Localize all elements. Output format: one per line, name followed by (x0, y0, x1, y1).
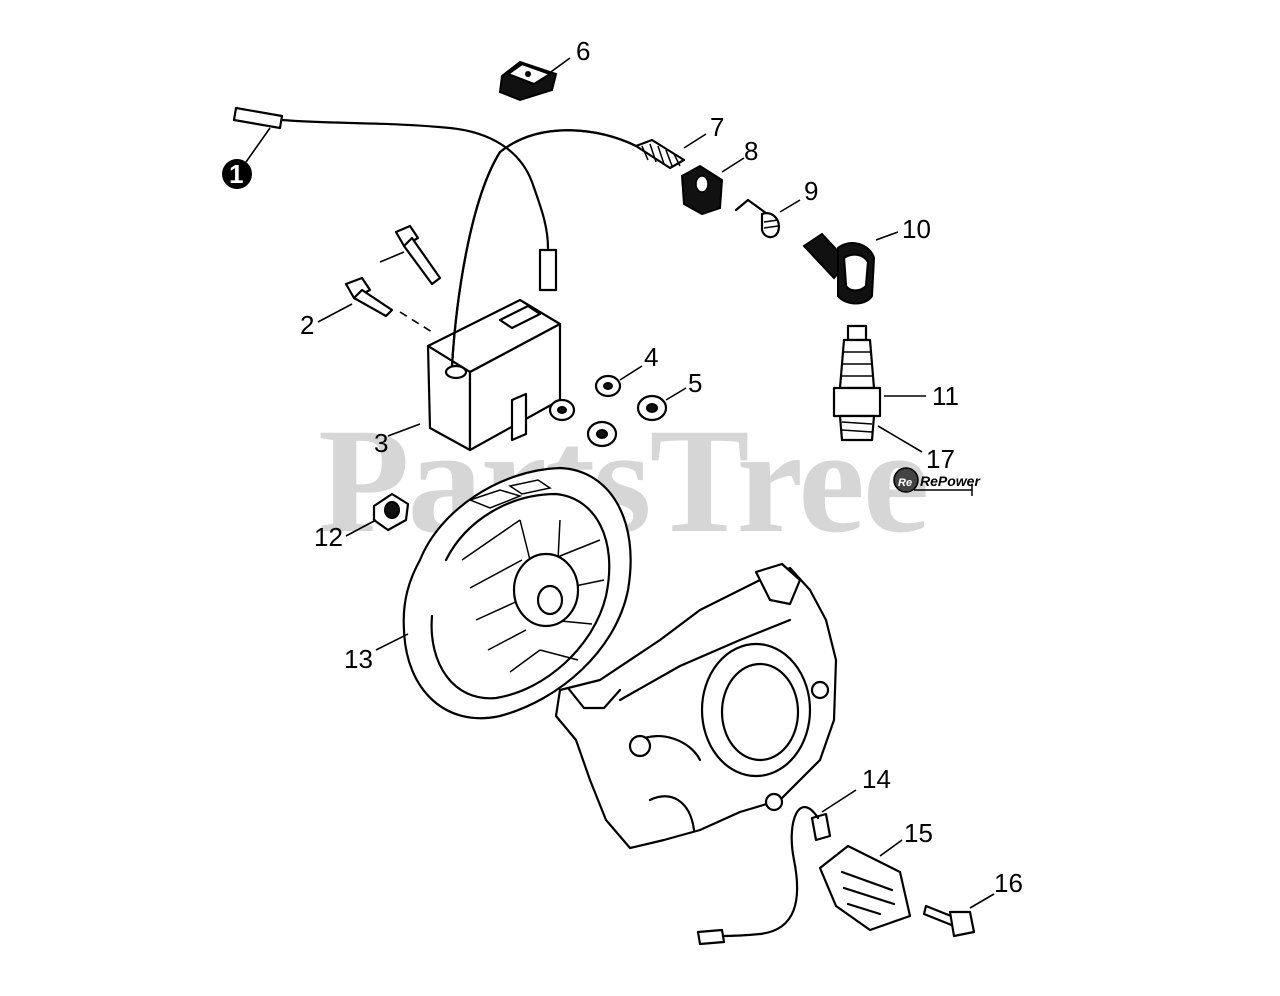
callout-2[interactable]: 2 (300, 310, 314, 340)
callout-17[interactable]: 17 (926, 444, 955, 474)
callout-16[interactable]: 16 (994, 868, 1023, 898)
part-12-nut[interactable] (345, 492, 410, 537)
part-6-grommet[interactable] (498, 57, 571, 102)
callout-9[interactable]: 9 (804, 176, 818, 206)
repower-logo: Re RePower (893, 467, 981, 496)
callout-4[interactable]: 4 (644, 342, 658, 372)
part-14-ground-wire[interactable] (696, 789, 857, 946)
part-1-wire[interactable] (222, 106, 558, 292)
svg-text:Re: Re (898, 477, 912, 489)
part-15-bracket[interactable] (818, 839, 912, 932)
crankcase (554, 562, 838, 850)
callout-5[interactable]: 5 (688, 368, 702, 398)
callout-6[interactable]: 6 (576, 36, 590, 66)
part-13-flywheel[interactable] (375, 466, 632, 720)
part-5-washers[interactable] (586, 387, 687, 448)
part-3-ignition-coil[interactable] (387, 129, 638, 452)
part-9-spring-clip[interactable] (734, 198, 801, 239)
callout-15[interactable]: 15 (904, 818, 933, 848)
part-2-bolts[interactable] (317, 224, 442, 333)
part-16-screw[interactable] (922, 893, 995, 938)
callout-10[interactable]: 10 (902, 214, 931, 244)
callout-7[interactable]: 7 (710, 112, 724, 142)
callout-11[interactable]: 11 (932, 381, 959, 411)
part-7-spring[interactable] (634, 133, 707, 170)
part-4-washers[interactable] (548, 365, 643, 422)
callout-14[interactable]: 14 (862, 764, 891, 794)
callout-3[interactable]: 3 (374, 428, 388, 458)
badge-1 (222, 159, 252, 189)
callout-13[interactable]: 13 (344, 644, 373, 674)
part-17-gasket[interactable] (877, 425, 923, 453)
part-11-spark-plug[interactable] (832, 324, 926, 442)
part-8-boot[interactable] (680, 157, 745, 216)
callout-1[interactable]: 1 (229, 159, 243, 189)
callout-8[interactable]: 8 (744, 136, 758, 166)
callout-12[interactable]: 12 (314, 522, 343, 552)
part-10-plug-cap[interactable] (802, 231, 899, 305)
logo-text: RePower (920, 473, 981, 489)
